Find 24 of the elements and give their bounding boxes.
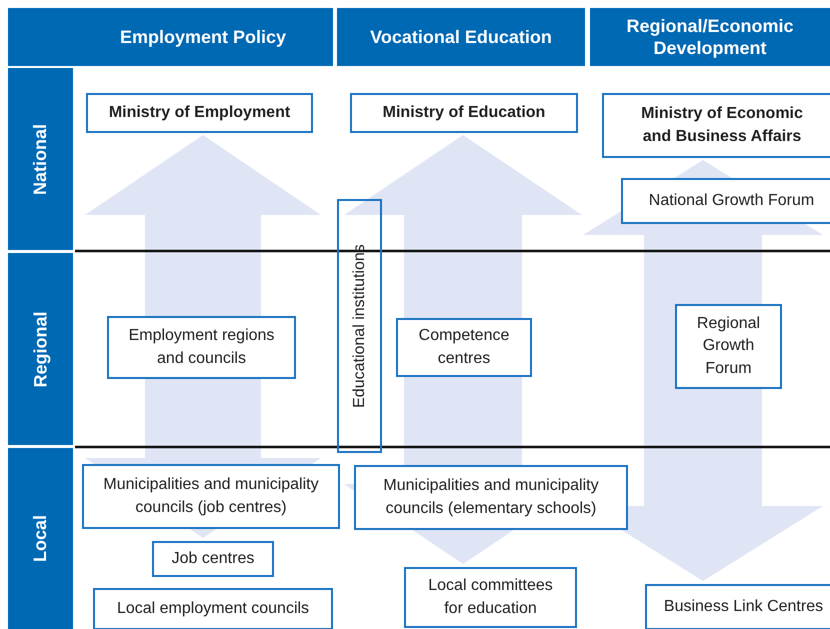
organization-box: Competence centres [396, 318, 532, 377]
level-label: Local [30, 515, 51, 562]
organization-box: Regional Growth Forum [675, 304, 782, 389]
organization-box: Job centres [152, 541, 274, 577]
organization-box: Local committees for education [404, 567, 577, 628]
organization-box: Employment regions and councils [107, 316, 296, 379]
level-label: National [30, 124, 51, 194]
organization-box [337, 199, 382, 453]
level-band [8, 253, 73, 445]
level-band [8, 68, 73, 250]
level-band [8, 448, 73, 629]
column-header: Employment Policy [8, 8, 333, 66]
organization-box: Business Link Centres [645, 584, 830, 629]
organization-box: Ministry of Education [350, 93, 578, 133]
organization-box: Ministry of Employment [86, 93, 313, 133]
organization-label: Educational institutions [349, 244, 368, 408]
column-header: Regional/Economic Development [590, 8, 830, 66]
column-header: Vocational Education [337, 8, 585, 66]
organization-box: Municipalities and municipality councils (job centres) [82, 464, 340, 529]
organization-box: Ministry of Economic and Business Affairs [602, 93, 830, 158]
organization-box: Local employment councils [93, 588, 333, 629]
organization-box: National Growth Forum [621, 178, 830, 224]
organization-box: Municipalities and municipality councils (elementary schools) [354, 465, 628, 530]
level-label: Regional [30, 311, 51, 387]
